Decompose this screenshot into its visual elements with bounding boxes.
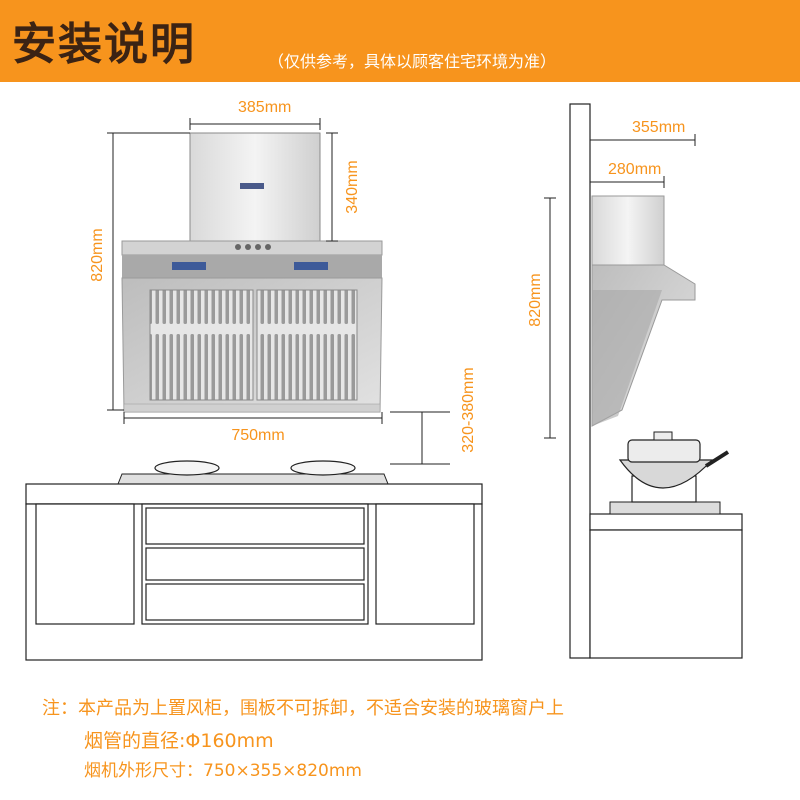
- wok-pot-icon: [618, 431, 730, 503]
- filter-left: [149, 289, 254, 401]
- light-right-icon: [294, 262, 328, 270]
- page-title: 安装说明: [12, 19, 196, 70]
- front-dimension-lines: [107, 118, 450, 465]
- dim-depth-top: 280mm: [608, 161, 661, 178]
- dim-side-height: 820mm: [527, 273, 544, 326]
- installation-diagram: 385mm 820mm 340mm 750mm 320-380mm: [25, 99, 743, 661]
- brand-logo-icon: [240, 183, 264, 189]
- dim-top-height: 340mm: [344, 160, 361, 213]
- dim-install-height: 320-380mm: [460, 367, 477, 452]
- filter-right: [256, 289, 358, 401]
- note-line-2: 烟管的直径:Φ160mm: [84, 730, 274, 752]
- page-subtitle: （仅供参考，具体以顾客住宅环境为准）: [268, 52, 557, 71]
- kitchen-cabinet-front: [25, 483, 483, 661]
- side-dimension-lines: [544, 134, 696, 439]
- light-left-icon: [172, 262, 206, 270]
- gas-stove-front: [117, 460, 389, 485]
- dim-width: 750mm: [231, 427, 284, 444]
- dim-depth-total: 355mm: [632, 119, 685, 136]
- side-view: [569, 103, 743, 659]
- note-line-1: 注：本产品为上置风柜，围板不可拆卸，不适合安装的玻璃窗户上: [42, 698, 564, 719]
- note-line-3: 烟机外形尺寸：750×355×820mm: [84, 761, 362, 781]
- dim-height-total: 820mm: [89, 228, 106, 281]
- range-hood-front: [121, 132, 383, 413]
- header-banner: 安装说明 （仅供参考，具体以顾客住宅环境为准）: [0, 0, 800, 82]
- wall: [569, 103, 591, 659]
- control-buttons: [235, 244, 271, 250]
- dim-top-width: 385mm: [238, 99, 291, 116]
